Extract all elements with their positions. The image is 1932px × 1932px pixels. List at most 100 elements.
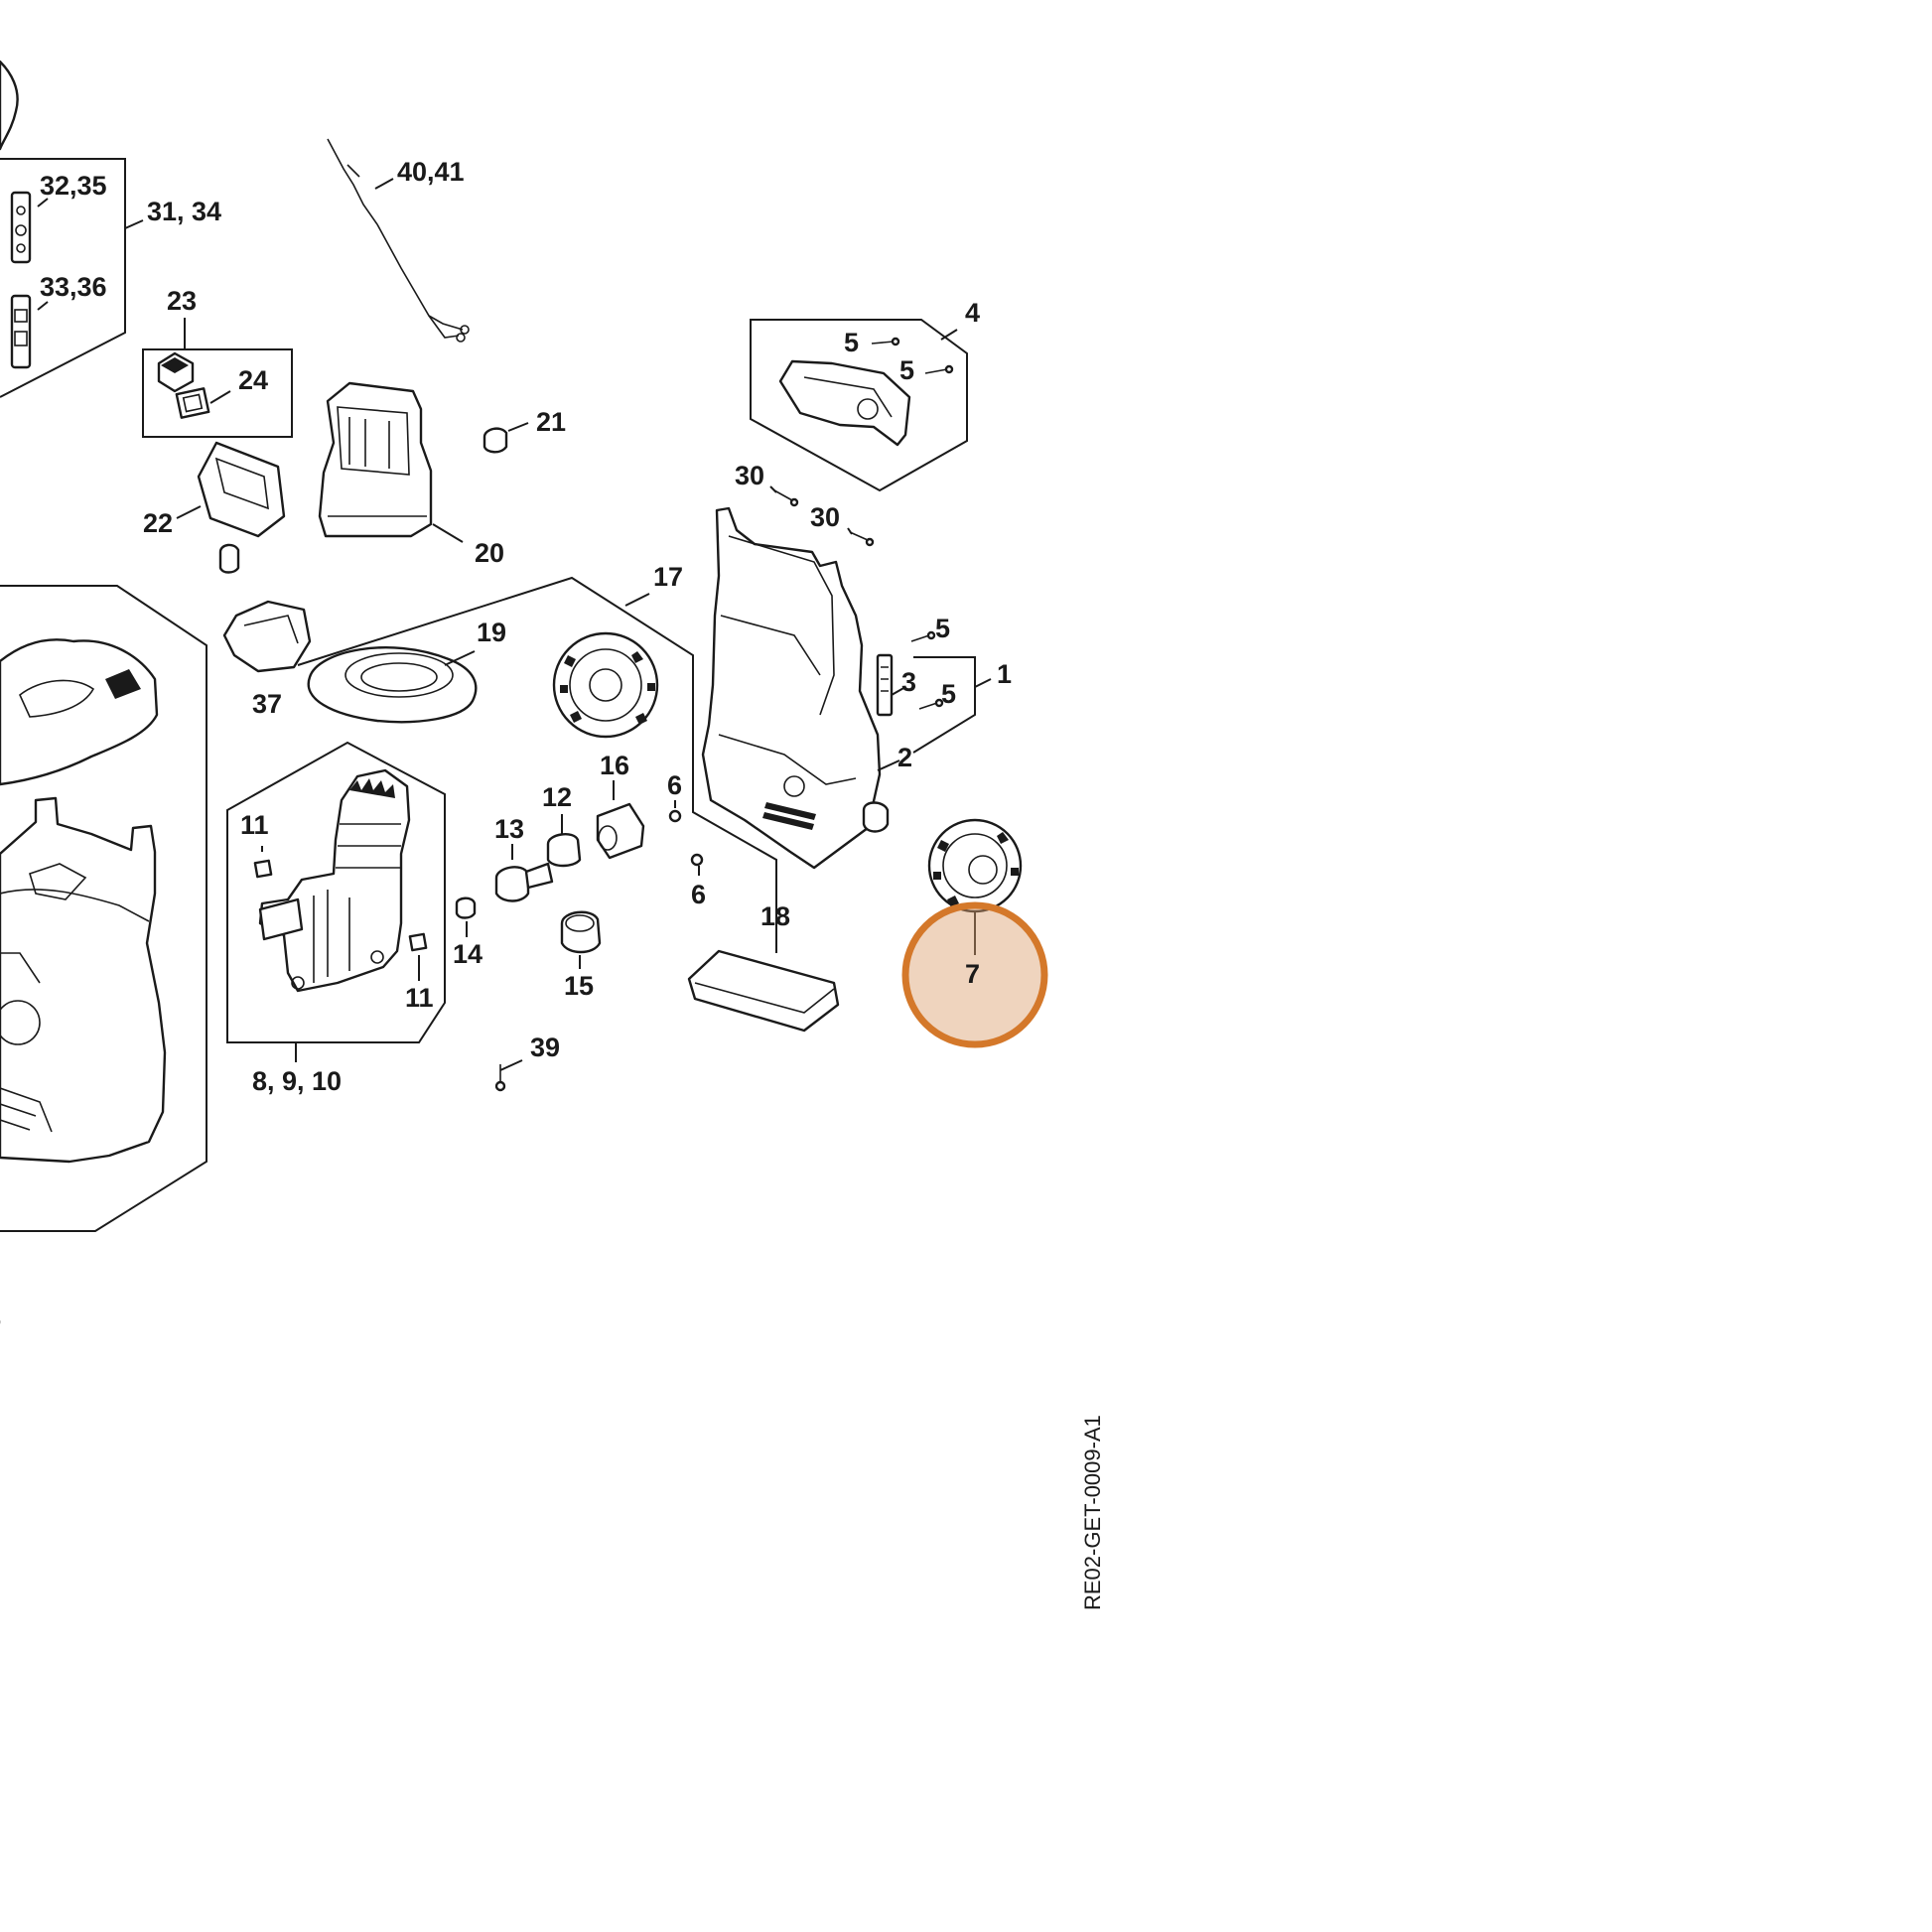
part-nut-16 xyxy=(596,802,645,860)
part-plug-21 xyxy=(483,427,508,454)
callout-23: 23 xyxy=(167,286,197,316)
filter-pad-18-edge xyxy=(694,982,835,1014)
callout-20: 20 xyxy=(475,538,504,568)
callout-33-36: 33,36 xyxy=(40,272,107,302)
callout-11-b: 11 xyxy=(405,983,434,1013)
part-nipple-12 xyxy=(546,833,582,868)
pin-39-head xyxy=(494,1080,506,1092)
main-frame-2-detail xyxy=(728,535,835,716)
leader-line xyxy=(37,198,49,207)
handle-bracket-4-hole xyxy=(857,398,879,420)
callout-30-a: 30 xyxy=(735,461,764,490)
callout-4: 4 xyxy=(965,298,980,328)
callout-24: 24 xyxy=(238,365,268,395)
cable-strand xyxy=(428,315,460,339)
part-housing-top-shell xyxy=(0,638,159,786)
leader-line xyxy=(891,686,906,696)
leader-line xyxy=(974,678,992,688)
part-screw-5 xyxy=(910,634,930,642)
callout-31-34: 31, 34 xyxy=(147,197,221,226)
part-switch-housing-22 xyxy=(197,441,286,538)
leader-line xyxy=(499,1059,523,1071)
main-frame-2-hole xyxy=(783,775,805,797)
control-box-20-detail xyxy=(348,417,390,469)
cable-connector xyxy=(460,325,470,335)
connector-13-stem xyxy=(524,862,554,890)
bracket-37-detail xyxy=(243,615,299,644)
parts xyxy=(0,60,1023,1164)
part-connector-13 xyxy=(494,866,530,902)
part-fitting-14 xyxy=(455,897,477,919)
part-screw-5 xyxy=(918,702,938,710)
housing-body-detail xyxy=(29,863,87,900)
leader-line xyxy=(444,650,476,666)
drawing-code: RE02-GET-0009-A1 xyxy=(1080,1415,1105,1610)
switch-housing-22-face xyxy=(214,457,269,510)
label-sheet-33-mark xyxy=(14,309,28,323)
cable-strand xyxy=(346,164,360,178)
wheel-7-ring xyxy=(942,833,1008,898)
cable-connector xyxy=(456,333,466,343)
callout-37: 37 xyxy=(252,689,282,719)
housing-top-shell-window xyxy=(105,669,141,699)
callout-16: 16 xyxy=(600,751,629,780)
part-nut-11 xyxy=(253,859,273,879)
control-box-20-detail xyxy=(337,406,410,476)
screw-5-head xyxy=(926,630,936,640)
motor-pump-port xyxy=(291,976,305,990)
frame-labels-31-34 xyxy=(0,158,126,398)
part-nut-11 xyxy=(408,932,428,952)
motor-pump-fan xyxy=(349,778,395,798)
screw-30-head xyxy=(789,497,799,507)
callout-5-b: 5 xyxy=(899,355,914,385)
screw-30-head xyxy=(865,537,875,547)
leader-line xyxy=(847,527,853,535)
callout-22: 22 xyxy=(143,508,173,538)
part-screw-30 xyxy=(773,489,793,501)
leader-line xyxy=(507,422,529,432)
leader-line xyxy=(374,178,394,190)
main-frame-2-grille xyxy=(762,802,816,830)
label-sheet-32-mark xyxy=(16,206,26,215)
callout-5-a: 5 xyxy=(844,328,859,357)
part-main-frame-2 xyxy=(701,506,882,870)
part-screw-5 xyxy=(924,368,948,374)
part-bracket-37 xyxy=(222,600,312,673)
frame-19-17-18 xyxy=(297,576,777,953)
main-frame-2-detail xyxy=(718,734,857,785)
callout-3: 3 xyxy=(901,667,916,697)
part-control-box-20 xyxy=(318,381,433,538)
leader-lines xyxy=(37,178,992,1071)
part-knob-22 xyxy=(218,543,240,574)
housing-body-grille xyxy=(0,1087,53,1133)
part-screw-30 xyxy=(849,531,869,541)
part-cable-harness xyxy=(327,138,464,331)
frame-motor xyxy=(226,741,446,1043)
callout-labels: 32,35 31, 34 33,36 23 24 22 20 21 40,41 … xyxy=(0,157,1012,1334)
main-frame-2-axle xyxy=(862,801,890,833)
motor-pump-detail xyxy=(336,823,401,869)
switch-23-top xyxy=(161,357,189,373)
callout-32-35: 32,35 xyxy=(40,171,107,201)
housing-top-shell-detail xyxy=(19,679,95,718)
callout-5-d: 5 xyxy=(941,679,956,709)
callout-13: 13 xyxy=(494,814,524,844)
housing-body-hole xyxy=(0,1000,41,1045)
leader-line xyxy=(624,593,650,607)
part-pad-19 xyxy=(307,646,478,724)
group-frames xyxy=(0,158,976,1232)
leader-line xyxy=(176,505,202,519)
callout-19: 19 xyxy=(477,618,506,647)
part-handle-bracket-4 xyxy=(778,359,911,447)
wheel-7-hub xyxy=(968,855,998,885)
callout-14: 14 xyxy=(453,939,483,969)
label-sheet-32-mark xyxy=(15,224,27,236)
callout-11-a: 11 xyxy=(240,810,269,840)
seal-24-inner xyxy=(182,393,204,413)
part-screw-6 xyxy=(668,809,682,823)
callout-39: 39 xyxy=(530,1033,560,1062)
part-screw-6 xyxy=(690,853,704,867)
callout-1: 1 xyxy=(997,659,1012,689)
callout-18: 18 xyxy=(760,901,790,931)
leader-line xyxy=(769,485,777,493)
